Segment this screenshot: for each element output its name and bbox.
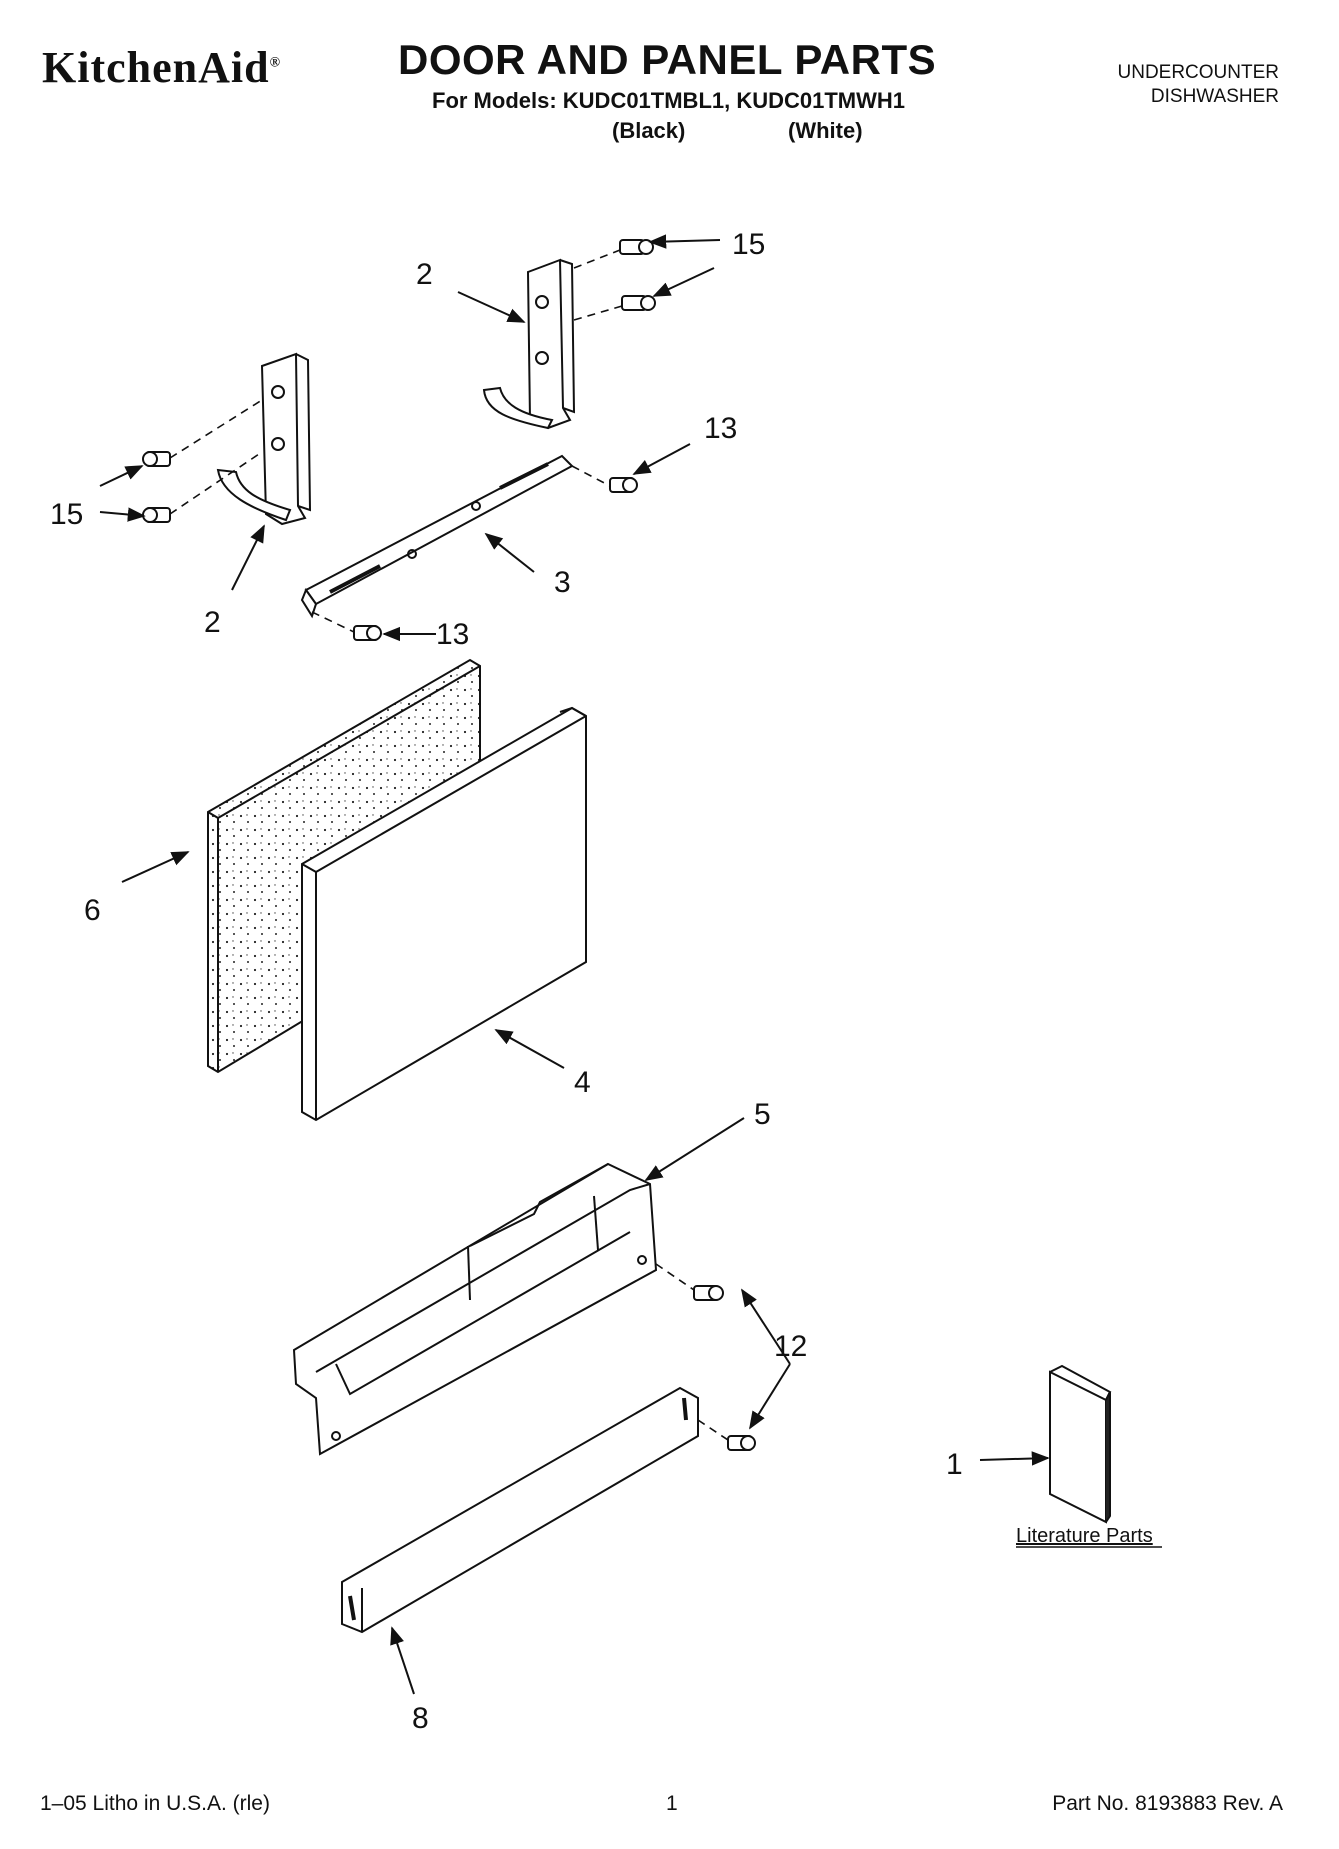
screw-12-upper [693,1285,724,1301]
leader-arrows [99,234,1050,1695]
variant-white: (White) [788,118,863,143]
callout-15-top: 15 [732,228,765,261]
category-line-1: UNDERCOUNTER [1117,62,1280,83]
callout-3: 3 [554,566,571,599]
callout-2-top: 2 [416,258,433,291]
brand-logo: KitchenAid® [42,42,281,93]
door-panel [301,706,587,1122]
screw-13-right [609,477,638,493]
variant-black: (Black) [612,118,686,143]
callout-13-left: 13 [436,618,469,651]
registered-mark: ® [269,55,282,71]
mounting-rail [300,454,574,619]
callout-4: 4 [574,1066,591,1099]
assembly-lines [169,249,729,1441]
callout-8: 8 [412,1702,429,1735]
literature-parts-label: Literature Parts [1016,1525,1153,1547]
page-title: DOOR AND PANEL PARTS [398,36,937,83]
screw-15-top-right [619,239,654,255]
hinge-bracket-right [482,258,576,430]
literature-booklet [1049,1364,1112,1524]
callout-2-left: 2 [204,606,221,639]
screw-15-left-a [142,451,171,467]
callout-6: 6 [84,894,101,927]
category-line-2: DISHWASHER [1150,86,1279,107]
callout-12: 12 [774,1330,807,1363]
toe-panel-bracket [292,1162,658,1456]
hinge-bracket-left [216,352,312,526]
brand-name: KitchenAid [42,43,270,92]
footer-print-info: 1–05 Litho in U.S.A. (rle) [40,1792,270,1815]
screw-12-lower [727,1435,756,1451]
callout-15-left: 15 [50,498,83,531]
callout-13-right: 13 [704,412,737,445]
callout-1: 1 [946,1448,963,1481]
callout-5: 5 [754,1098,771,1131]
kick-plate [341,1386,699,1634]
footer-page-number: 1 [666,1792,678,1815]
screw-13-left [353,625,382,641]
footer-part-number: Part No. 8193883 Rev. A [1052,1792,1283,1815]
models-line: For Models: KUDC01TMBL1, KUDC01TMWH1 [432,88,906,113]
screw-15-left-b [142,507,171,523]
screw-15-mid-right [621,295,656,311]
